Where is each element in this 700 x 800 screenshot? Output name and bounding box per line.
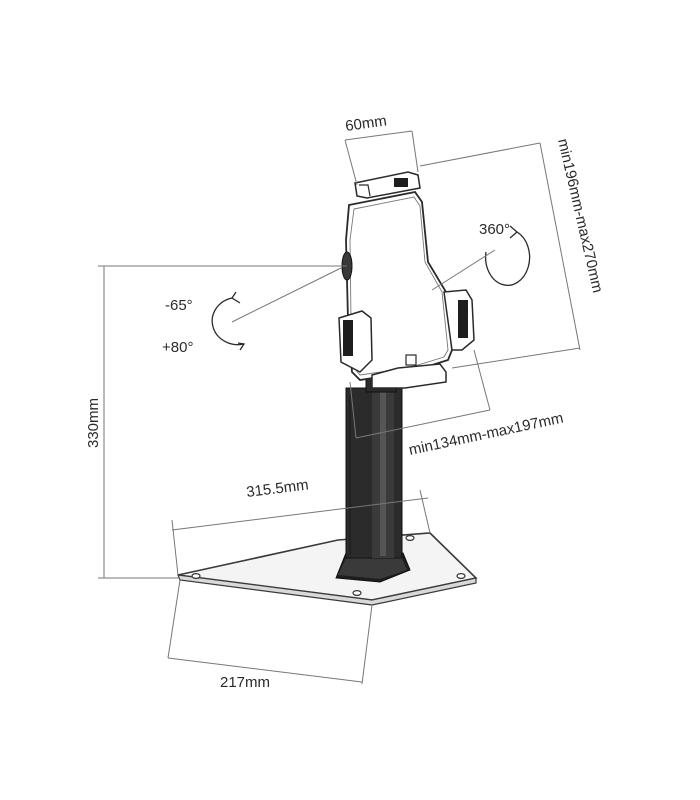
pointer-line xyxy=(431,249,496,291)
label-60mm: 60mm xyxy=(344,112,388,135)
label-tilt-up: -65° xyxy=(165,297,193,314)
dim-line-315mm xyxy=(171,497,429,531)
label-217mm: 217mm xyxy=(220,674,270,691)
dim-line-60mm xyxy=(344,130,413,141)
dim-line-height-range xyxy=(539,142,581,351)
dim-line-width-range xyxy=(355,409,491,439)
label-360: 360° xyxy=(479,221,510,238)
mount-hole xyxy=(405,534,415,541)
dim-line-217mm xyxy=(167,657,363,683)
dimension-lines xyxy=(98,130,581,685)
label-330mm: 330mm xyxy=(85,398,102,448)
mount-hole xyxy=(352,589,362,596)
tilt-indicator xyxy=(211,267,342,351)
rotation-360-indicator xyxy=(431,225,531,291)
stand-column xyxy=(335,371,411,583)
label-tilt-down: +80° xyxy=(162,339,193,356)
label-315mm: 315.5mm xyxy=(245,476,309,500)
tablet-holder xyxy=(338,171,475,389)
mount-hole xyxy=(191,572,201,579)
base-plate xyxy=(177,532,478,606)
label-height-range: min196mm-max270mm xyxy=(554,137,606,294)
mount-hole xyxy=(456,572,466,579)
label-width-range: min134mm-max197mm xyxy=(407,410,565,459)
pointer-line xyxy=(231,267,342,323)
